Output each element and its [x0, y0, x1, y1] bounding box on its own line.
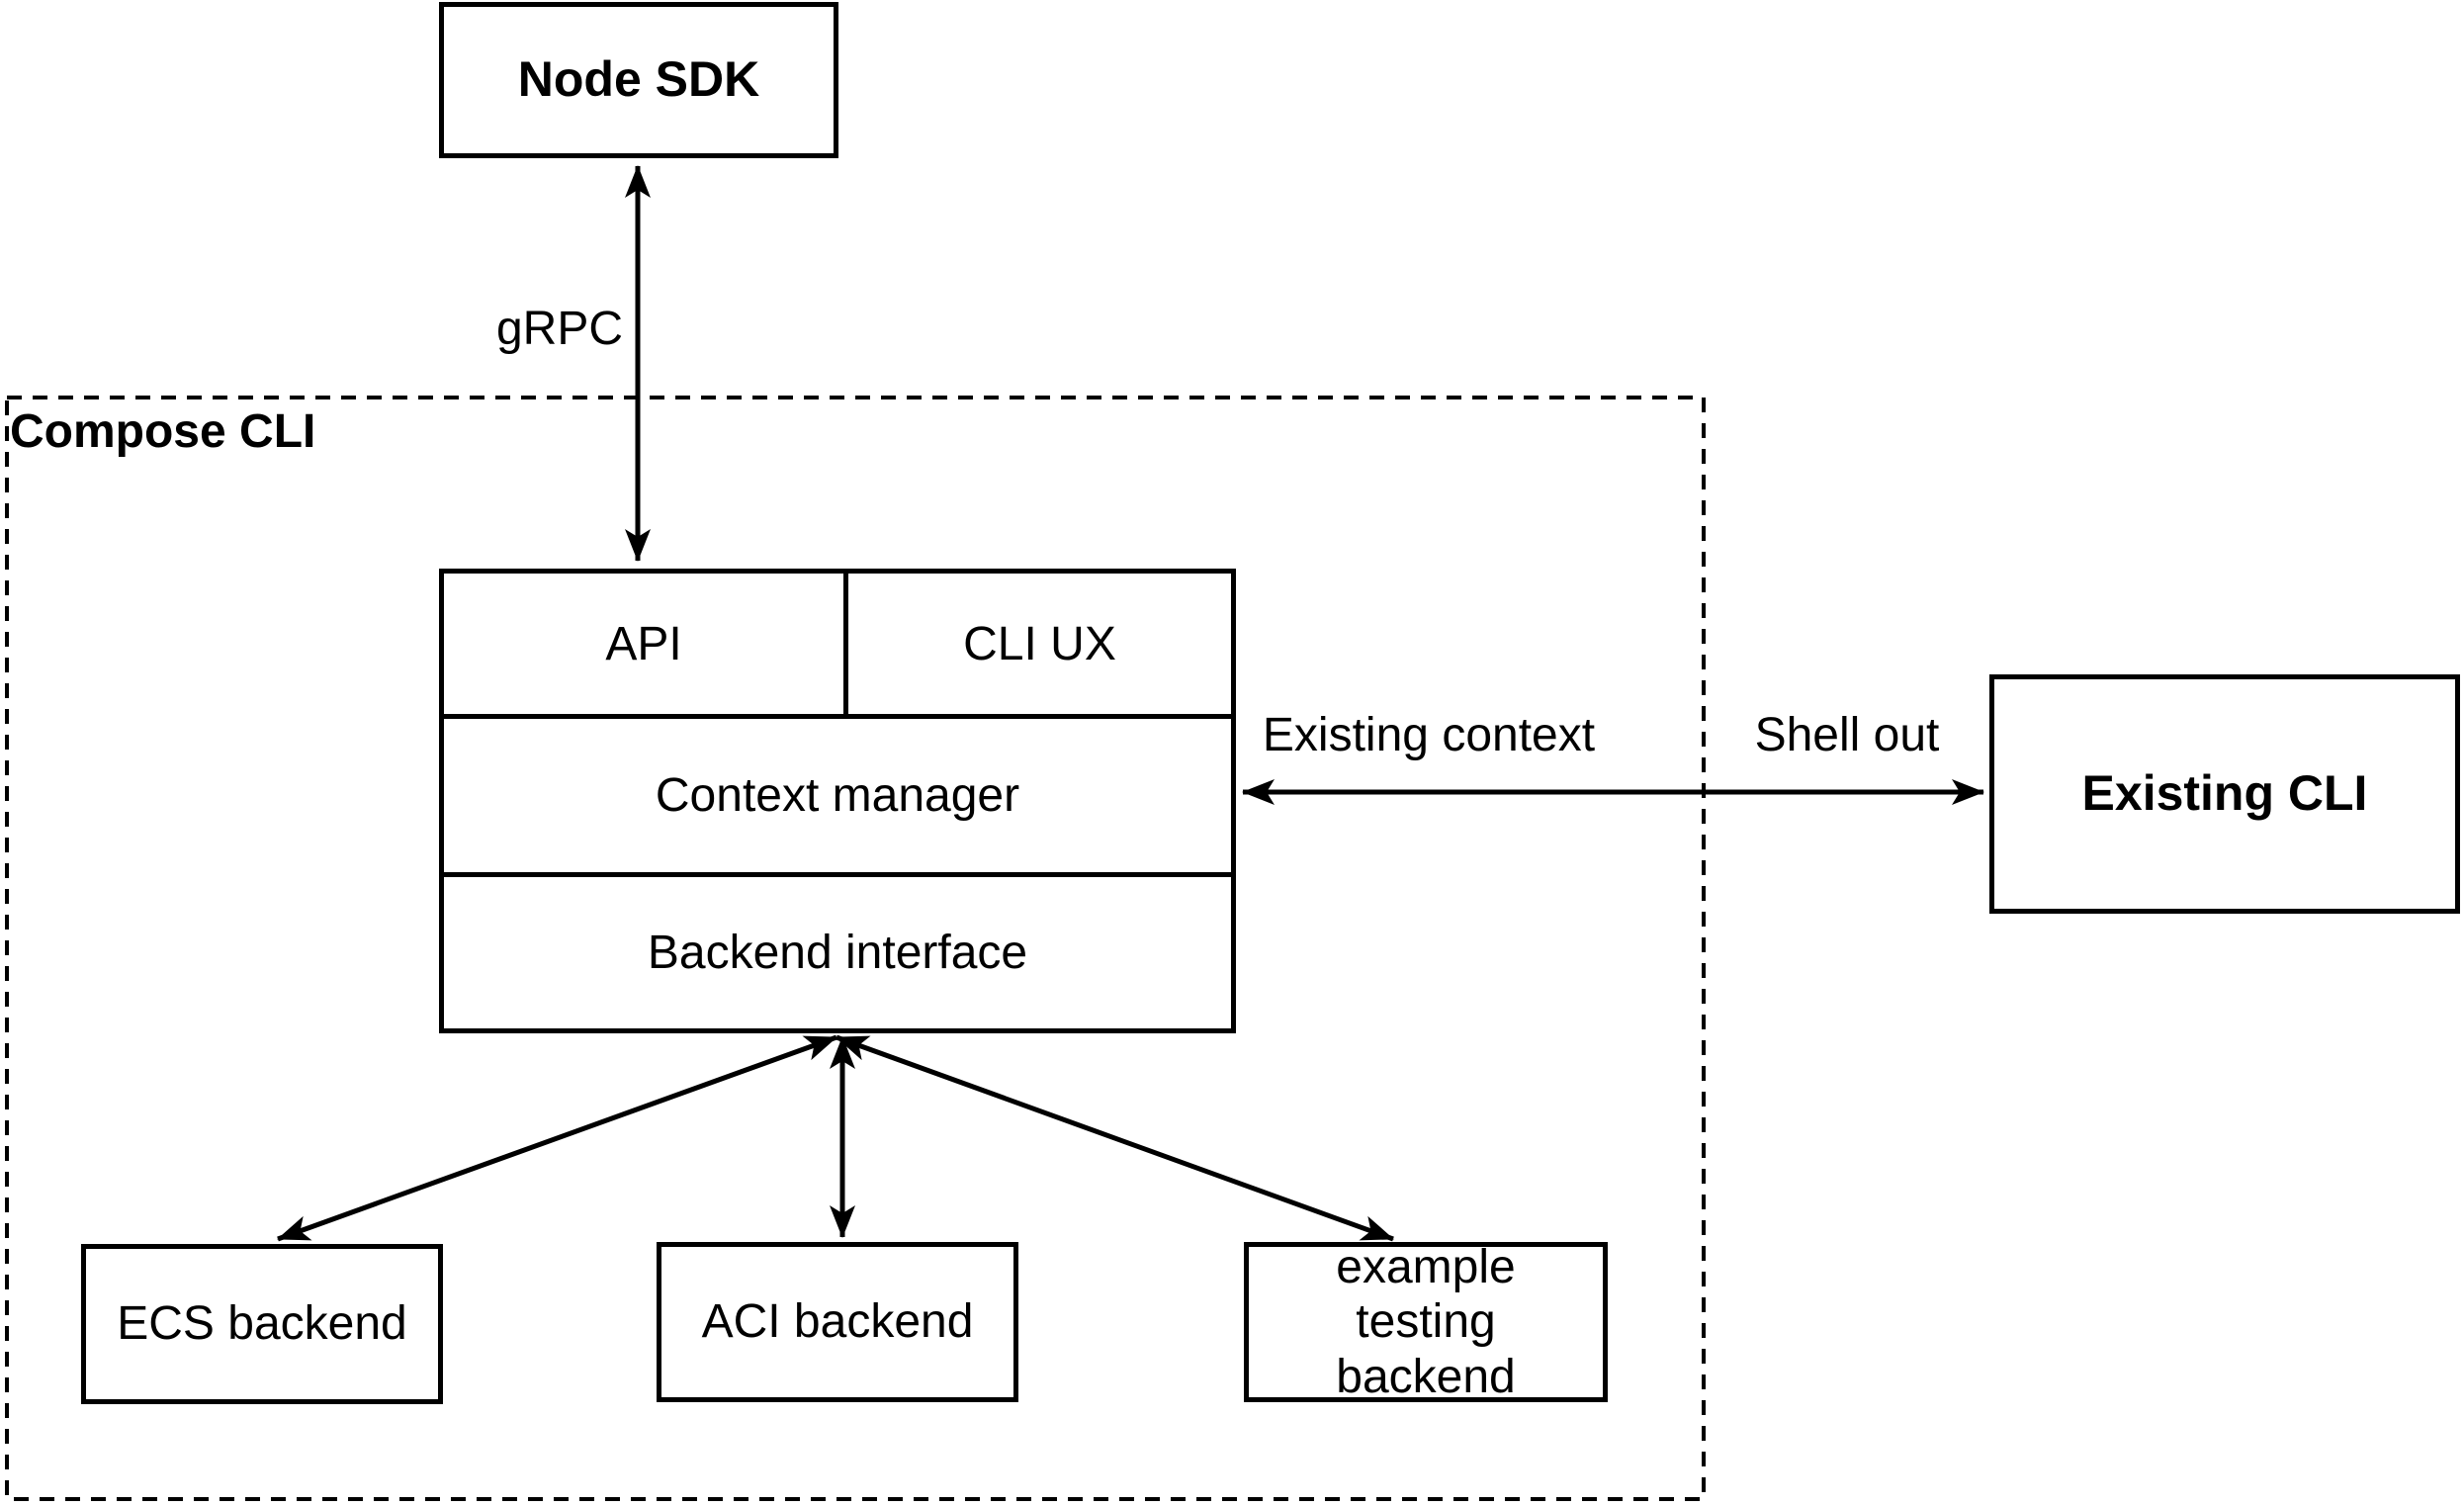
backend-interface-label: Backend interface: [647, 927, 1028, 979]
ecs-backend-label: ECS backend: [117, 1297, 407, 1351]
aci-backend-label: ACI backend: [701, 1295, 974, 1349]
node-sdk-box: Node SDK: [439, 2, 838, 158]
grpc-edge-label: gRPC: [435, 302, 623, 357]
connector-example-testing-backend: [836, 1034, 1394, 1242]
existing-context-edge-label: Existing context: [1251, 708, 1607, 763]
example-testing-backend-label: example testing backend: [1336, 1241, 1516, 1403]
context-manager-cell: Context manager: [444, 719, 1231, 877]
backend-interface-cell: Backend interface: [444, 877, 1231, 1028]
api-cell: API: [444, 574, 848, 719]
existing-cli-label: Existing CLI: [2081, 765, 2368, 822]
compose-cli-dashed-border: [5, 396, 1706, 1501]
shell-out-edge-label: Shell out: [1738, 708, 1956, 763]
existing-cli-box: Existing CLI: [1989, 674, 2460, 914]
node-sdk-label: Node SDK: [517, 51, 760, 108]
aci-backend-box: ACI backend: [657, 1242, 1018, 1402]
context-manager-label: Context manager: [655, 769, 1020, 822]
cli-ux-cell: CLI UX: [848, 574, 1231, 719]
compose-cli-core-box: API CLI UX Context manager Backend inter…: [439, 569, 1236, 1033]
example-testing-backend-box: example testing backend: [1244, 1241, 1608, 1403]
compose-cli-label: Compose CLI: [10, 405, 316, 458]
connector-ecs-backend: [277, 1034, 837, 1242]
ecs-backend-box: ECS backend: [81, 1244, 443, 1404]
cli-ux-label: CLI UX: [963, 617, 1116, 670]
api-label: API: [605, 617, 682, 670]
